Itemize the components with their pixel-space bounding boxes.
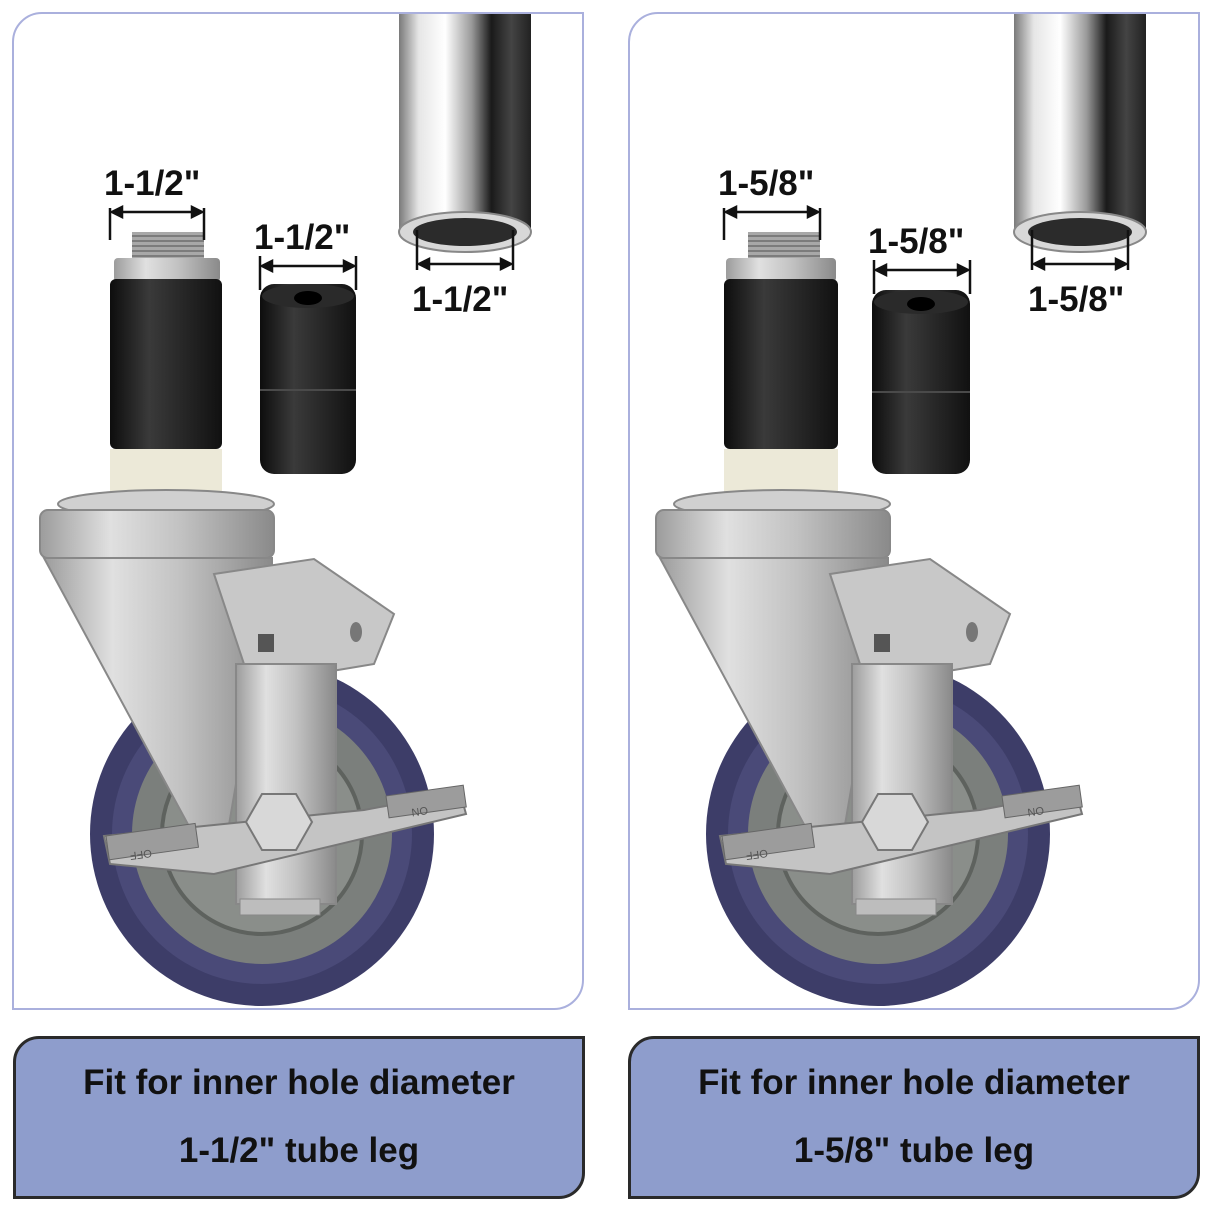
swivel-housing xyxy=(655,489,1012,916)
rubber-sleeve xyxy=(872,290,970,474)
swivel-housing xyxy=(39,489,396,916)
dimension-lines xyxy=(108,204,515,290)
brake-off-label: OFF xyxy=(745,847,769,862)
caption-1-5-8: Fit for inner hole diameter 1-5/8" tube … xyxy=(628,1036,1200,1199)
caster-illustration: OFF ON xyxy=(655,14,1147,1006)
threaded-stem xyxy=(110,232,222,499)
tube-width-label: 1-1/2" xyxy=(412,280,509,319)
brake-on-label: ON xyxy=(1027,804,1045,818)
stem-width-label: 1-1/2" xyxy=(104,164,201,203)
tube-width-label: 1-5/8" xyxy=(1028,280,1125,319)
brake-pedal: OFF ON xyxy=(718,784,1084,876)
sleeve-width-label: 1-1/2" xyxy=(254,218,351,257)
stem-width-label: 1-5/8" xyxy=(718,164,815,203)
caster-illustration: OFF ON xyxy=(39,14,532,1006)
sleeve-width-label: 1-5/8" xyxy=(868,222,965,261)
product-panel-1-5-8: OFF ON 1-5/8" 1-5/8" 1-5/8" xyxy=(628,12,1200,1010)
tube-leg xyxy=(398,14,532,253)
threaded-stem xyxy=(724,232,838,499)
brake-on-label: ON xyxy=(411,804,429,818)
caption-line-1: Fit for inner hole diameter xyxy=(83,1063,515,1102)
product-panel-1-1-2: OFF ON 1-1/2" 1-1/2" 1-1/2" xyxy=(12,12,584,1010)
caption-line-2: 1-1/2" tube leg xyxy=(178,1131,420,1170)
caption-line-1: Fit for inner hole diameter xyxy=(698,1063,1130,1102)
rubber-sleeve xyxy=(260,284,356,474)
tube-leg xyxy=(1013,14,1147,253)
brake-pedal: OFF ON xyxy=(102,784,468,876)
brake-off-label: OFF xyxy=(129,847,153,862)
caption-1-1-2: Fit for inner hole diameter 1-1/2" tube … xyxy=(13,1036,585,1199)
caption-line-2: 1-5/8" tube leg xyxy=(793,1131,1035,1170)
dimension-lines xyxy=(722,204,1130,294)
